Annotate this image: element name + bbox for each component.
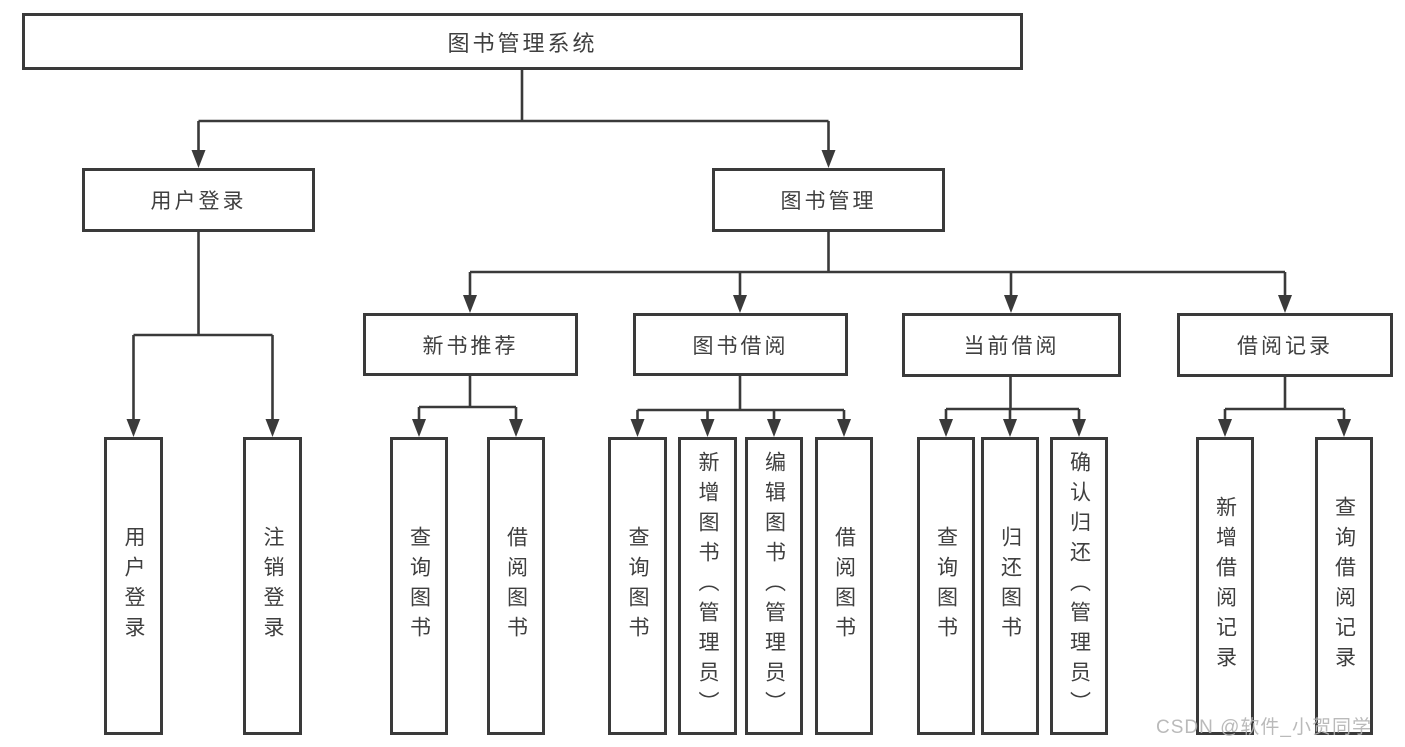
node-root-library-system: 图书管理系统 — [22, 13, 1023, 70]
leaf-borrow-borrow-books: 借阅图书 — [815, 437, 873, 735]
leaf-current-confirm-return-admin: 确认归还（管理员） — [1050, 437, 1108, 735]
leaf-user-login: 用户登录 — [104, 437, 163, 735]
arrowhead — [1337, 419, 1351, 437]
arrowhead — [1072, 419, 1086, 437]
leaf-current-return-books: 归还图书 — [981, 437, 1039, 735]
connector-recommend-to-leaves — [412, 376, 523, 437]
arrowhead — [837, 419, 851, 437]
leaf-borrow-query-books: 查询图书 — [608, 437, 667, 735]
leaf-records-add-record: 新增借阅记录 — [1196, 437, 1254, 735]
leaf-borrow-add-books-admin: 新增图书（管理员） — [678, 437, 737, 735]
arrowhead — [1278, 295, 1292, 313]
arrowhead — [700, 419, 715, 437]
arrowhead — [821, 150, 836, 168]
arrowhead — [463, 295, 477, 313]
connector-current-to-leaves — [939, 377, 1086, 437]
connector-user-to-leaves — [126, 232, 280, 437]
node-new-book-recommend: 新书推荐 — [363, 313, 578, 376]
arrowhead — [265, 419, 280, 437]
leaf-current-query-books: 查询图书 — [917, 437, 975, 735]
arrowhead — [1003, 419, 1017, 437]
arrowhead — [509, 419, 523, 437]
leaf-records-query-record: 查询借阅记录 — [1315, 437, 1373, 735]
arrowhead — [191, 150, 206, 168]
leaf-borrow-edit-books-admin: 编辑图书（管理员） — [745, 437, 803, 735]
leaf-recommend-query-books: 查询图书 — [390, 437, 448, 735]
arrowhead — [630, 419, 645, 437]
arrowhead — [1218, 419, 1232, 437]
arrowhead — [412, 419, 426, 437]
connector-book-to-level3 — [463, 232, 1292, 313]
node-book-borrow: 图书借阅 — [633, 313, 848, 376]
connector-records-to-leaves — [1218, 377, 1351, 437]
node-user-login: 用户登录 — [82, 168, 315, 232]
arrowhead — [733, 295, 747, 313]
arrowhead — [939, 419, 953, 437]
csdn-watermark: CSDN @软件_小贺同学 — [1156, 717, 1372, 738]
node-current-borrow: 当前借阅 — [902, 313, 1121, 377]
arrowhead — [1004, 295, 1018, 313]
node-book-management: 图书管理 — [712, 168, 945, 232]
arrowhead — [767, 419, 781, 437]
connector-borrow-to-leaves — [630, 376, 851, 437]
node-borrow-records: 借阅记录 — [1177, 313, 1393, 377]
connector-root-to-level2 — [191, 70, 836, 168]
leaf-recommend-borrow-books: 借阅图书 — [487, 437, 545, 735]
arrowhead — [126, 419, 141, 437]
leaf-logout: 注销登录 — [243, 437, 302, 735]
